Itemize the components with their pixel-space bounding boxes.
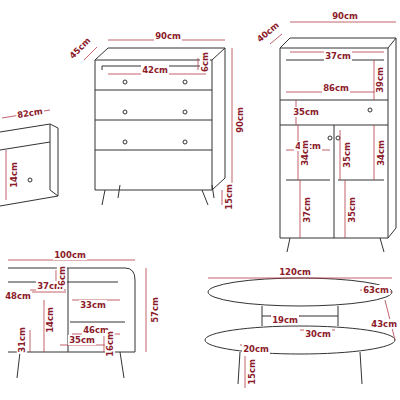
dimension-label: 48cm xyxy=(4,291,32,301)
dimension-label: 90cm xyxy=(331,11,359,21)
dimension-label: 42cm xyxy=(141,65,169,75)
dimension-label: 14cm xyxy=(9,161,19,189)
dimension-label: 35cm xyxy=(292,107,320,117)
dimension-label: 30cm xyxy=(304,329,332,339)
dimension-label: 45cm xyxy=(67,35,94,62)
dimension-label: 14cm xyxy=(45,306,55,334)
dimension-label: 6cm xyxy=(57,265,67,287)
dimension-label: 20cm xyxy=(242,344,270,354)
dimension-label: 31cm xyxy=(17,326,27,354)
dimension-label: 82cm xyxy=(16,106,45,120)
dimension-label: 90cm xyxy=(154,31,182,41)
dimension-label: 33cm xyxy=(79,300,107,310)
dimension-label: 37cm xyxy=(324,51,352,61)
dimension-label: 63cm xyxy=(362,285,390,295)
dimension-label: 34cm xyxy=(376,139,386,167)
dimension-label: 34cm xyxy=(300,139,310,167)
dimension-label: 15cm xyxy=(224,183,234,211)
dimension-label: 6cm xyxy=(200,51,210,73)
dimension-label: 90cm xyxy=(235,106,245,134)
dimension-label: 35cm xyxy=(347,196,357,224)
dimension-label: 57cm xyxy=(150,296,160,324)
dimension-label: 15cm xyxy=(247,358,257,386)
dimension-label: 35cm xyxy=(342,141,352,169)
dimension-label: 37cm xyxy=(302,196,312,224)
dimension-label: 100cm xyxy=(53,250,87,260)
dimension-label: 16cm xyxy=(105,330,115,358)
dimension-label: 39cm xyxy=(375,66,385,94)
dimension-label: 40cm xyxy=(254,19,282,44)
dimension-label: 19cm xyxy=(271,315,299,325)
dimension-label: 43cm xyxy=(370,319,398,329)
dimension-label: 120cm xyxy=(278,267,312,277)
dimension-label: 86cm xyxy=(322,83,350,93)
dimension-label: 35cm xyxy=(68,335,96,345)
